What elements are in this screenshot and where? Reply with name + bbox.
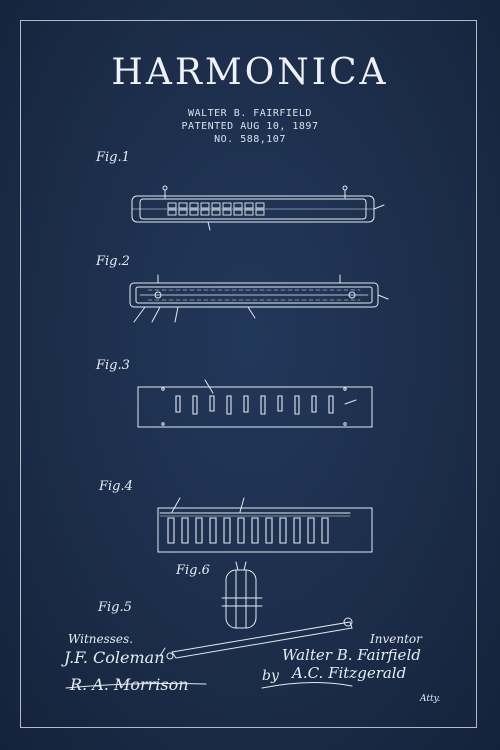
witness-signature-2: R. A. Morrison bbox=[70, 675, 189, 694]
inventor-label: Inventor bbox=[370, 632, 422, 646]
fig4-label: Fig.4 bbox=[99, 479, 133, 494]
inventor-line: WALTER B. FAIRFIELD bbox=[188, 108, 312, 119]
witness-signature-1: J.F. Coleman bbox=[64, 648, 165, 667]
patent-date-line: PATENTED AUG 10, 1897 bbox=[181, 121, 319, 132]
poster-border bbox=[20, 20, 477, 728]
fig5-label: Fig.5 bbox=[98, 600, 132, 615]
inventor-signature: Walter B. Fairfield bbox=[282, 646, 421, 664]
witnesses-label: Witnesses. bbox=[68, 632, 134, 646]
fig3-label: Fig.3 bbox=[96, 358, 130, 373]
patent-number-line: NO. 588,107 bbox=[214, 134, 286, 145]
fig1-harmonica-drawing bbox=[131, 185, 385, 231]
atty-label: Atty. bbox=[420, 694, 441, 704]
attorney-signature: A.C. Fitzgerald bbox=[292, 664, 407, 682]
fig2-label: Fig.2 bbox=[96, 254, 130, 269]
fig1-label: Fig.1 bbox=[96, 150, 130, 165]
fig5-lever bbox=[159, 617, 353, 660]
fig6-label: Fig.6 bbox=[176, 563, 210, 578]
fig6-detail bbox=[221, 561, 263, 629]
signature-flourishes bbox=[65, 681, 353, 689]
fig3-reed-plate bbox=[137, 379, 373, 428]
fig2-harmonica-section bbox=[129, 274, 389, 323]
poster-title: HARMONICA bbox=[111, 52, 389, 93]
fig4-reed-assembly bbox=[157, 497, 373, 553]
by-label: by bbox=[262, 668, 279, 684]
